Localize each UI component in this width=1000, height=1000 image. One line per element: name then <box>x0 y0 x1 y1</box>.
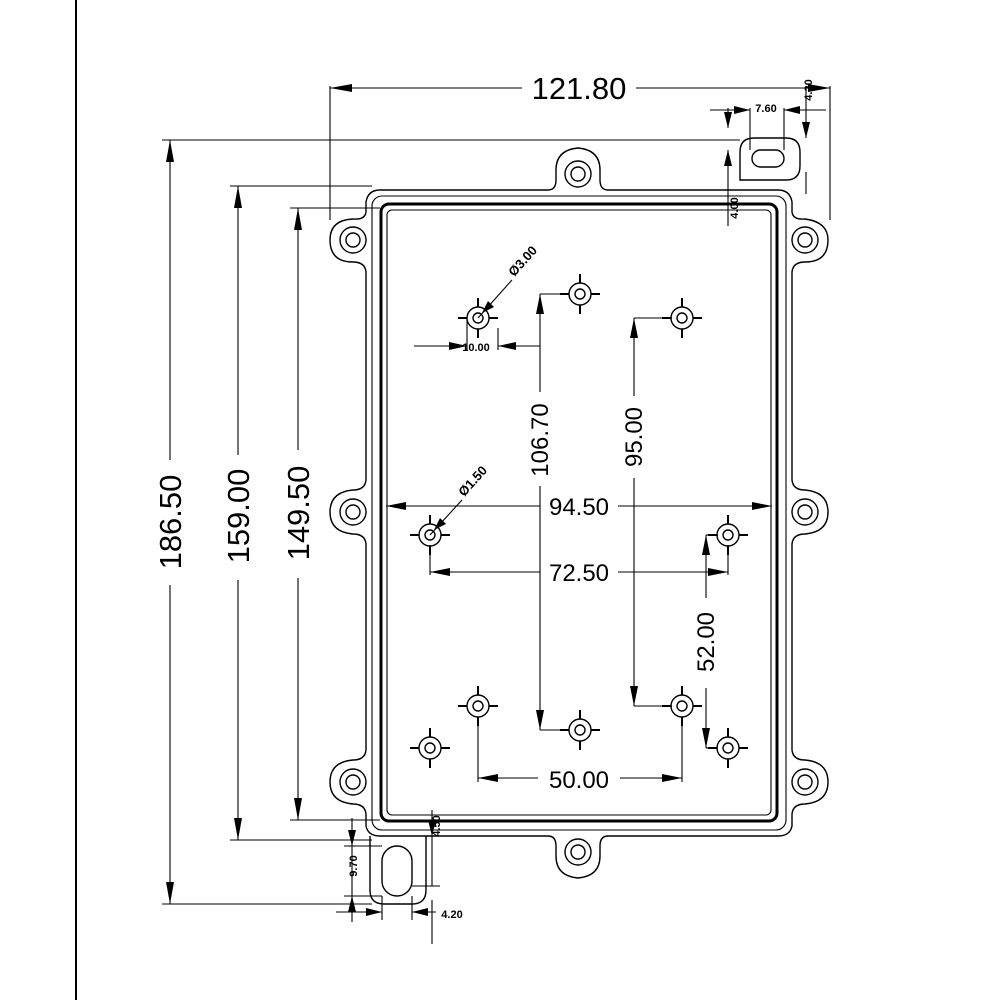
enclosure-outline <box>329 147 829 879</box>
dim-label: Ø3.00 <box>505 243 540 279</box>
dim-hole-pitch-x: 72.50 <box>429 545 729 587</box>
boss-top-center <box>564 160 592 188</box>
dim-hole-pitch-y2: 95.00 <box>621 317 672 707</box>
dim-label: 159.00 <box>221 469 256 564</box>
dim-label: 149.50 <box>281 466 316 561</box>
boss-bottom-right <box>791 768 819 796</box>
standoff-9 <box>410 728 450 768</box>
dim-slot-bottom: 9.70 4.50 4.20 <box>336 810 463 944</box>
dim-label: 121.80 <box>532 71 627 106</box>
dim-label: 4.20 <box>803 79 815 100</box>
dim-overall-width: 121.80 <box>329 71 831 220</box>
dim-label: 52.00 <box>693 612 720 672</box>
dim-boss-offset: 10.00 <box>414 318 540 354</box>
dim-label: 4.20 <box>441 909 462 921</box>
dim-label: Ø1.50 <box>455 463 490 499</box>
boss-top-left <box>339 226 367 254</box>
dim-label: 4.50 <box>431 815 443 836</box>
boss-mid-right <box>791 498 819 526</box>
dim-label: 95.00 <box>621 407 648 467</box>
dim-hole-pitch-y: 106.70 <box>527 293 568 731</box>
dim-hole-span-x: 94.50 <box>386 494 772 521</box>
boss-mid-left <box>339 498 367 526</box>
dim-body-height: 159.00 <box>221 185 372 841</box>
dim-label: 106.70 <box>527 403 554 476</box>
slot-top-right <box>739 137 801 181</box>
pcb-standoffs <box>410 274 748 768</box>
dim-label: 50.00 <box>549 767 609 794</box>
dim-slot-top: 7.60 4.00 4.20 <box>710 79 826 226</box>
dim-overall-height: 186.50 <box>153 139 740 905</box>
boss-top-right <box>791 226 819 254</box>
boss-bottom-center <box>564 838 592 866</box>
dim-label: 10.00 <box>462 342 490 354</box>
dim-label: 72.50 <box>549 560 609 587</box>
dim-label: 9.70 <box>348 855 360 876</box>
mounting-bosses <box>339 160 819 866</box>
dim-label: 4.00 <box>729 197 741 218</box>
boss-bottom-left <box>339 768 367 796</box>
leader-hole-dia-large: Ø3.00 <box>477 243 540 319</box>
dim-label: 186.50 <box>153 475 188 570</box>
dim-inner-height: 149.50 <box>281 207 380 821</box>
dim-hole-offset-y: 52.00 <box>693 534 720 749</box>
dim-label: 94.50 <box>549 494 609 521</box>
dim-hole-spacing-bottom: 50.00 <box>477 718 683 794</box>
dim-label: 7.60 <box>755 103 776 115</box>
leader-hole-dia-small: Ø1.50 <box>429 463 490 536</box>
